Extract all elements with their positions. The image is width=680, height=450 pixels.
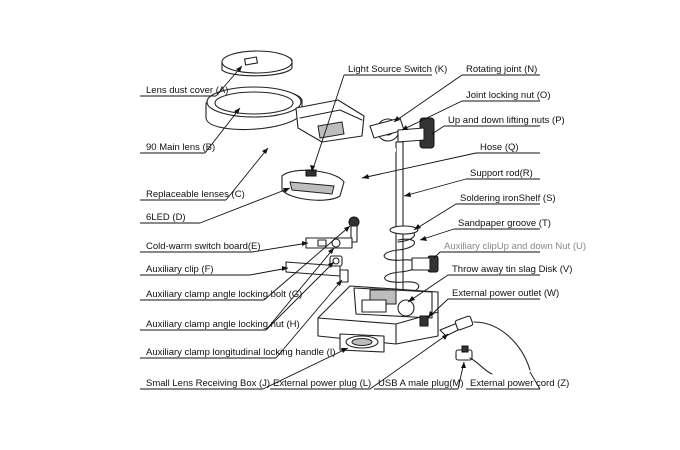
power-cord — [439, 315, 531, 375]
callout-O: Joint locking nut (O) — [401, 90, 550, 131]
auxiliary-clip-arms — [285, 216, 360, 283]
label-clamp-angle-nut: Auxiliary clamp angle locking nut (H) — [146, 319, 300, 330]
device-illustration — [205, 50, 531, 375]
callout-N: Rotating joint (N) — [393, 64, 540, 123]
callout-S: Soldering ironShelf (S) — [413, 193, 556, 231]
label-clamp-longitudinal-handle: Auxiliary clamp longitudinal locking han… — [146, 347, 336, 358]
label-hose: Hose (Q) — [480, 142, 519, 153]
label-main-lens: 90 Main lens (B) — [146, 142, 215, 153]
callout-G: Auxiliary clamp angle locking bolt (G) — [140, 225, 351, 301]
label-replaceable-lenses: Replaceable lenses (C) — [146, 189, 245, 200]
label-light-source-switch: Light Source Switch (K) — [348, 64, 447, 75]
label-external-power-plug: External power plug (L) — [273, 378, 371, 389]
callout-P: Up and down lifting nuts (P) — [431, 115, 565, 135]
label-tin-slag-disk: Throw away tin slag Disk (V) — [452, 264, 572, 275]
led-lamp-head — [281, 169, 345, 201]
callout-Z: External power cord (Z) — [466, 371, 569, 390]
callout-V: Throw away tin slag Disk (V) — [407, 264, 572, 303]
callout-T: Sandpaper groove (T) — [419, 218, 551, 241]
label-lifting-nuts: Up and down lifting nuts (P) — [448, 115, 565, 126]
label-sandpaper-groove: Sandpaper groove (T) — [458, 218, 551, 229]
callout-M: USB A male plug(M) — [374, 361, 466, 390]
callout-D: 6LED (D) — [140, 187, 291, 224]
callout-I: Auxiliary clamp longitudinal locking han… — [140, 279, 343, 359]
callout-Q: Hose (Q) — [361, 142, 540, 179]
callout-B: 90 Main lens (B) — [140, 107, 241, 154]
aux-clip-nut — [411, 255, 439, 273]
callout-W: External power outlet (W) — [427, 288, 559, 319]
label-auxiliary-clip: Auxiliary clip (F) — [146, 264, 214, 275]
callout-R: Support rod(R) — [403, 168, 540, 197]
label-external-power-outlet: External power outlet (W) — [452, 288, 559, 299]
label-lens-dust-cover: Lens dust cover (A) — [146, 85, 228, 96]
label-aux-clip-nut: Auxiliary clipUp and down Nut (U) — [444, 241, 586, 252]
label-cold-warm-switch: Cold-warm switch board(E) — [146, 241, 261, 252]
callout-H: Auxiliary clamp angle locking nut (H) — [140, 247, 335, 331]
label-lens-receiving-box: Small Lens Receiving Box (J) — [146, 378, 270, 389]
support-rod — [395, 141, 404, 293]
callout-F: Auxiliary clip (F) — [140, 264, 289, 276]
rotating-joint — [369, 117, 435, 149]
label-soldering-iron-shelf: Soldering ironShelf (S) — [460, 193, 556, 204]
base-housing — [317, 285, 439, 345]
lens-dust-cover — [221, 50, 293, 77]
lens-receiving-box — [339, 333, 385, 353]
label-rotating-joint: Rotating joint (N) — [466, 64, 537, 75]
callout-A: Lens dust cover (A) — [140, 65, 243, 97]
callout-J: Small Lens Receiving Box (J) — [140, 347, 349, 390]
label-usb-a-male-plug: USB A male plug(M) — [378, 378, 464, 389]
callout-C: Replaceable lenses (C) — [140, 147, 269, 201]
label-joint-locking-nut: Joint locking nut (O) — [466, 90, 550, 101]
label-support-rod: Support rod(R) — [470, 168, 533, 179]
label-clamp-angle-bolt: Auxiliary clamp angle locking bolt (G) — [146, 289, 302, 300]
callout-E: Cold-warm switch board(E) — [140, 241, 309, 253]
label-6led: 6LED (D) — [146, 212, 186, 223]
callout-K: Light Source Switch (K) — [310, 64, 447, 173]
main-lens — [205, 86, 365, 143]
callout-L: External power plug (L) — [270, 333, 449, 390]
callout-U: Auxiliary clipUp and down Nut (U) — [433, 241, 586, 259]
label-external-power-cord: External power cord (Z) — [470, 378, 569, 389]
